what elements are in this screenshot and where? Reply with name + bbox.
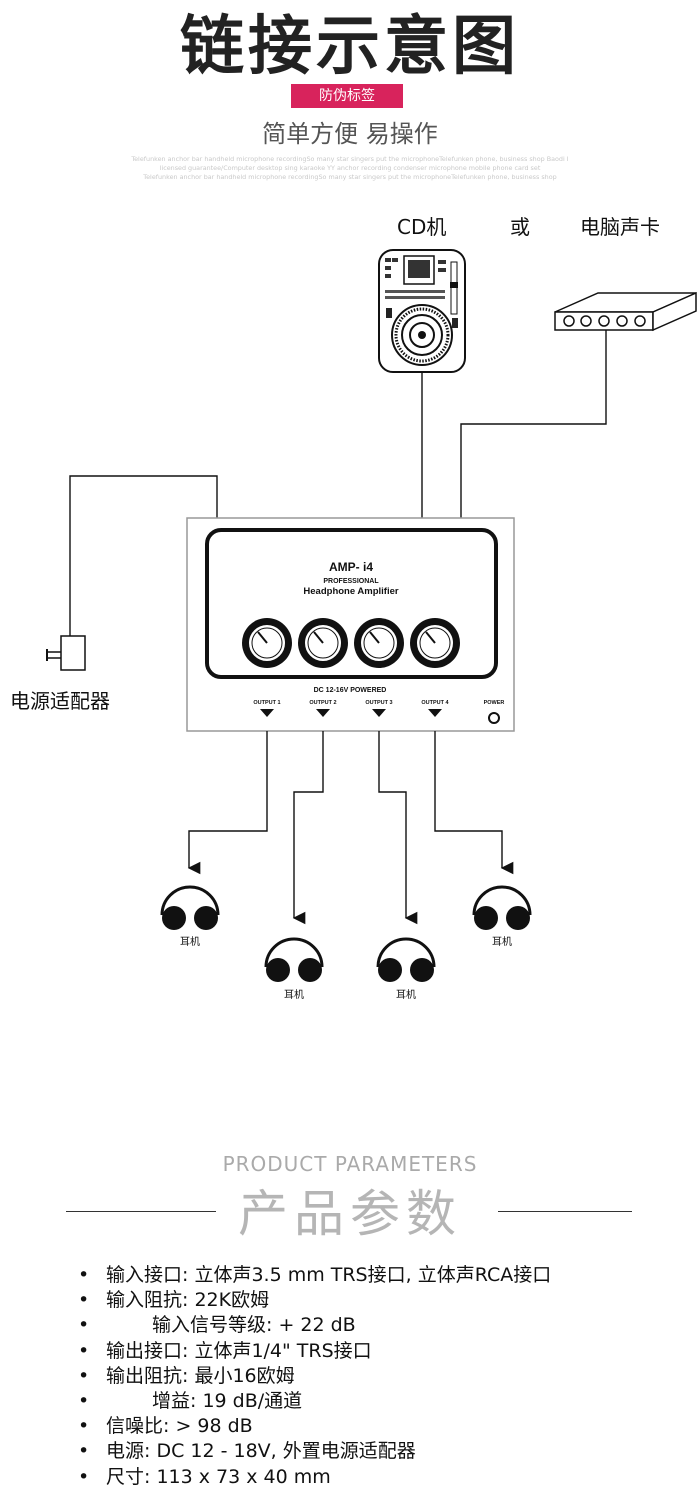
page-title: 链接示意图 — [180, 10, 520, 84]
spec-item: • 输入接口: 立体声3.5 mm TRS接口, 立体声RCA接口 — [78, 1263, 551, 1288]
headphones-icon — [264, 937, 324, 982]
output-jack[interactable] — [428, 709, 442, 717]
tagline: 简单方便 易操作 — [262, 120, 438, 148]
device-line2: Headphone Amplifier — [303, 586, 398, 597]
fine-print-line: Telefunken anchor bar handheld microphon… — [131, 155, 569, 163]
output-jack[interactable] — [316, 709, 330, 717]
power-adapter-label: 电源适配器 — [10, 689, 110, 713]
spec-item: • 增益: 19 dB/通道 — [78, 1389, 551, 1414]
spec-item: • 尺寸: 113 x 73 x 40 mm — [78, 1465, 551, 1490]
headphone-label: 耳机 — [180, 937, 200, 948]
cd-player-icon — [378, 249, 466, 373]
bullet: • — [78, 1390, 90, 1413]
spec-item: • 输出接口: 立体声1/4" TRS接口 — [78, 1339, 551, 1364]
divider-right — [498, 1211, 632, 1212]
anti-counterfeit-badge: 防伪标签 — [291, 84, 403, 108]
spec-text: 信噪比: > 98 dB — [106, 1415, 253, 1438]
power-spec-text: DC 12-16V POWERED — [314, 687, 387, 694]
volume-knob[interactable] — [298, 618, 348, 668]
spec-text: 电源: DC 12 - 18V, 外置电源适配器 — [106, 1440, 416, 1463]
spec-text: 输入信号等级: + 22 dB — [152, 1314, 356, 1337]
bullet: • — [78, 1415, 90, 1438]
headphone-label: 耳机 — [492, 937, 512, 948]
device-line1: PROFESSIONAL — [323, 578, 379, 585]
bullet: • — [78, 1314, 90, 1337]
spec-text: 输入阻抗: 22K欧姆 — [106, 1289, 270, 1312]
volume-knob[interactable] — [354, 618, 404, 668]
spec-item: • 输入阻抗: 22K欧姆 — [78, 1288, 551, 1313]
headphones-icon — [376, 937, 436, 982]
cables — [69, 330, 607, 636]
spec-item: • 信噪比: > 98 dB — [78, 1414, 551, 1439]
headphones-icon — [160, 885, 220, 930]
bullet: • — [78, 1264, 90, 1286]
headphones-icon — [472, 885, 532, 930]
spec-text: 增益: 19 dB/通道 — [152, 1390, 303, 1413]
params-heading-en: PRODUCT PARAMETERS — [222, 1152, 478, 1176]
divider-left — [66, 1211, 216, 1212]
headphone-label: 耳机 — [284, 990, 304, 1001]
output-jack[interactable] — [372, 709, 386, 717]
volume-knob[interactable] — [242, 618, 292, 668]
output-label: OUTPUT 4 — [421, 700, 449, 706]
headphone-amplifier: AMP- i4 PROFESSIONAL Headphone Amplifier — [186, 517, 515, 732]
params-heading-cn: 产品参数 — [238, 1185, 462, 1243]
bullet: • — [78, 1465, 90, 1488]
bullet: • — [78, 1289, 90, 1312]
soundcard-icon — [554, 291, 697, 332]
power-plug-icon — [46, 635, 86, 671]
headphone-label: 耳机 — [396, 990, 416, 1001]
output-label: OUTPUT 2 — [309, 700, 336, 706]
spec-item: • 输出阻抗: 最小16欧姆 — [78, 1364, 551, 1389]
output-label: OUTPUT 3 — [365, 700, 392, 706]
spec-text: 输出接口: 立体声1/4" TRS接口 — [106, 1339, 372, 1362]
output-cables — [187, 731, 514, 925]
spec-list: • 输入接口: 立体声3.5 mm TRS接口, 立体声RCA接口 • 输入阻抗: 2… — [78, 1263, 551, 1490]
bullet: • — [78, 1440, 90, 1463]
spec-text: 输入接口: 立体声3.5 mm TRS接口, 立体声RCA接口 — [106, 1264, 552, 1286]
spec-text: 输出阻抗: 最小16欧姆 — [106, 1364, 295, 1387]
output-label: OUTPUT 1 — [253, 700, 280, 706]
fine-print-line: Telefunken anchor bar handheld microphon… — [143, 173, 557, 181]
spec-item: • 输入信号等级: + 22 dB — [78, 1313, 551, 1338]
power-button[interactable] — [488, 712, 500, 724]
volume-knob[interactable] — [410, 618, 460, 668]
bullet: • — [78, 1339, 90, 1362]
connection-diagram: AMP- i4 PROFESSIONAL Headphone Amplifier — [46, 249, 697, 982]
cd-player-label: CD机 — [397, 215, 447, 239]
bullet: • — [78, 1364, 90, 1387]
power-label: POWER — [484, 700, 505, 706]
spec-item: • 电源: DC 12 - 18V, 外置电源适配器 — [78, 1439, 551, 1464]
device-model: AMP- i4 — [329, 560, 373, 574]
output-jack[interactable] — [260, 709, 274, 717]
spec-text: 尺寸: 113 x 73 x 40 mm — [106, 1465, 331, 1488]
or-label: 或 — [510, 215, 530, 239]
fine-print-line: licensed guarantee/Computer desktop sing… — [159, 164, 541, 172]
soundcard-label: 电脑声卡 — [580, 215, 660, 239]
